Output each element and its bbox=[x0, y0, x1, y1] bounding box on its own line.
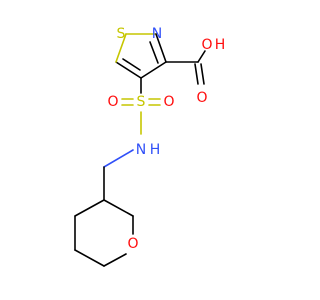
acid-oxygen-carbonyl-label: O bbox=[196, 90, 207, 106]
bond-oxane-4 bbox=[103, 253, 127, 267]
ring-nitrogen-label: N bbox=[152, 26, 162, 42]
bond-c-o-double-a bbox=[194, 63, 199, 85]
bond-c-o-double-b bbox=[200, 63, 205, 85]
bond-n-ch2 bbox=[103, 149, 134, 168]
acid-hydrogen-label: H bbox=[215, 37, 226, 53]
bond-oxane-6 bbox=[103, 199, 134, 217]
bond-n-c3-double bbox=[149, 41, 159, 64]
bond-c-oh bbox=[197, 50, 206, 63]
carboxylic-acid bbox=[165, 50, 206, 85]
atom-labels: S N O H O S O O N H O bbox=[107, 26, 225, 252]
sulfonyl-group bbox=[121, 77, 161, 135]
sulfonyl-oxygen-right-label: O bbox=[163, 94, 174, 110]
isothiazole-ring bbox=[115, 33, 167, 79]
methylene-linker bbox=[103, 149, 134, 201]
bond-oxane-1 bbox=[74, 199, 105, 217]
bond-c4-c5-double bbox=[122, 58, 141, 71]
sulfonyl-sulfur-label: S bbox=[137, 94, 146, 110]
bond-oxane-3 bbox=[74, 249, 105, 267]
amide-hydrogen-label: H bbox=[150, 142, 161, 158]
acid-oxygen-hydroxyl-label: O bbox=[201, 37, 212, 53]
amide-nitrogen-label: N bbox=[136, 142, 146, 158]
bond-c4-c5 bbox=[115, 61, 142, 79]
sulfonyl-oxygen-left-label: O bbox=[107, 94, 118, 110]
bond-c5-s bbox=[115, 33, 127, 63]
oxane-ring bbox=[74, 199, 134, 267]
molecule-structure: S N O H O S O O N H O bbox=[74, 26, 225, 267]
bond-n-c3 bbox=[155, 33, 167, 63]
ring-sulfur-label: S bbox=[117, 26, 126, 42]
bond-c3-c4 bbox=[140, 61, 167, 79]
ether-oxygen-label: O bbox=[127, 236, 138, 252]
